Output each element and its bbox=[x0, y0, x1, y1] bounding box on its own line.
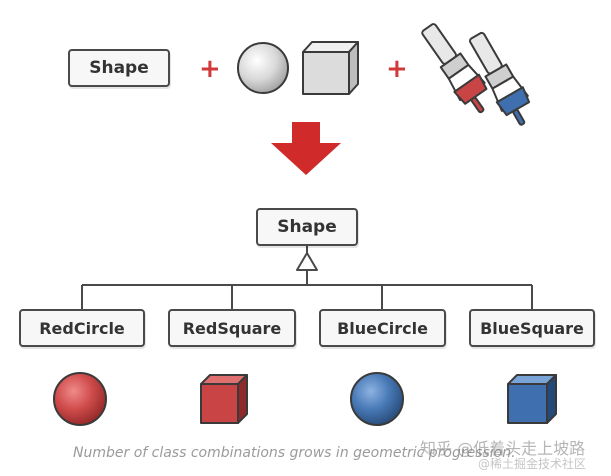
plus-sign: + bbox=[199, 54, 221, 84]
red-circle-box: RedCircle bbox=[19, 309, 145, 347]
down-arrow-icon bbox=[271, 122, 341, 175]
red-square-box: RedSquare bbox=[168, 309, 296, 347]
blue-cube-icon bbox=[507, 374, 557, 424]
plus-sign: + bbox=[386, 54, 408, 84]
paint-brushes-icon bbox=[421, 23, 531, 126]
sphere-icon bbox=[237, 42, 289, 94]
blue-square-box: BlueSquare bbox=[469, 309, 595, 347]
red-cube-icon bbox=[200, 374, 248, 424]
shape-parent-box: Shape bbox=[256, 208, 358, 246]
blue-circle-box: BlueCircle bbox=[319, 309, 446, 347]
inheritance-arrow-icon bbox=[296, 252, 318, 271]
shape-class-box: Shape bbox=[68, 49, 170, 87]
red-sphere-icon bbox=[53, 372, 107, 426]
blue-sphere-icon bbox=[350, 372, 404, 426]
cube-icon bbox=[302, 41, 359, 95]
caption: Number of class combinations grows in ge… bbox=[73, 445, 516, 461]
watermark: 知乎 @低着头走上坡路 bbox=[420, 439, 586, 458]
watermark: @稀土掘金技术社区 bbox=[478, 457, 587, 471]
